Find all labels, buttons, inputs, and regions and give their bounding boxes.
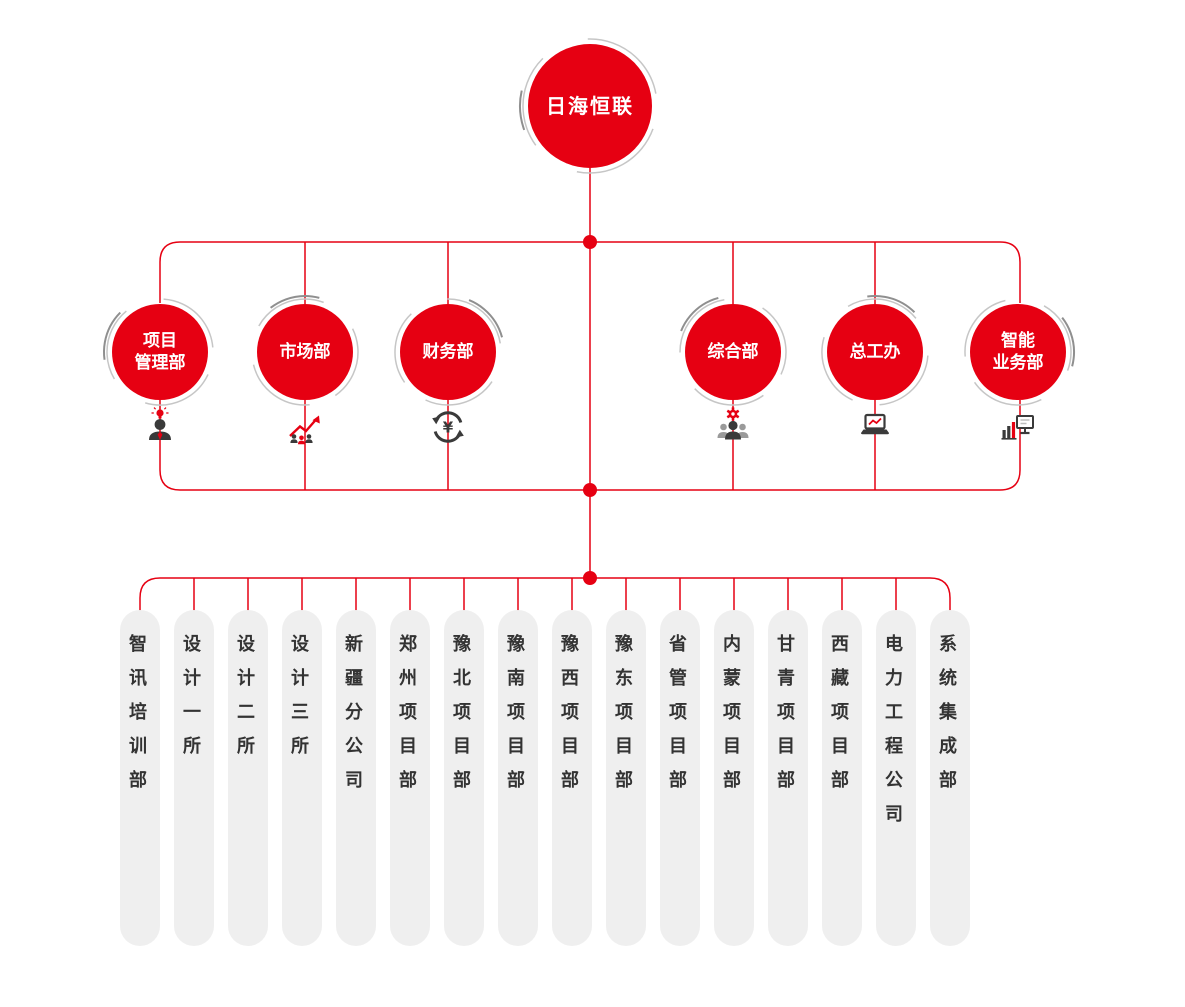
dept-node-chief-engineer-office: 总工办 [817,294,933,435]
dept-node-project-management: 项目 管理部 [102,294,218,440]
root-label: 日海恒联 [528,44,652,168]
dept-node-finance: 财务部 ¥ [390,294,506,443]
dept-label: 财务部 [400,304,496,400]
laptop-icon [855,406,895,446]
team-gear-icon [713,406,753,446]
branch-pill: 设计二所 [228,610,268,946]
decorative-arc-ring [676,295,790,409]
branch-pill: 省管项目部 [660,610,700,946]
branch-pill: 西藏项目部 [822,610,862,946]
branch-pill: 豫南项目部 [498,610,538,946]
branch-pill: 系统集成部 [930,610,970,946]
dept-label: 综合部 [685,304,781,400]
branch-pill: 豫北项目部 [444,610,484,946]
dept-node-marketing: 市场部 [247,294,363,445]
dept-label: 总工办 [827,304,923,400]
person-idea-icon [140,406,180,446]
branch-pill: 电力工程公司 [876,610,916,946]
junction-dot [583,483,597,497]
dept-node-general-affairs: 综合部 [675,294,791,440]
decorative-arc-ring [519,35,661,177]
dept-label: 市场部 [257,304,353,400]
dept-label: 智能 业务部 [970,304,1066,400]
branch-pill: 设计一所 [174,610,214,946]
finance-cycle-icon: ¥ [428,406,468,446]
decorative-arc-ring [961,295,1075,409]
decorative-arc-ring [248,295,362,409]
decorative-arc-ring [103,295,217,409]
branch-pill: 设计三所 [282,610,322,946]
dept-node-intelligent-business: 智能 业务部 [960,294,1076,440]
branch-pill: 甘青项目部 [768,610,808,946]
monitor-chart-icon [998,406,1038,446]
svg-text:¥: ¥ [443,419,454,437]
market-growth-icon [285,406,325,446]
branch-pill: 智讯培训部 [120,610,160,946]
junction-dot [583,235,597,249]
branch-pill: 新疆分公司 [336,610,376,946]
branch-pill: 豫西项目部 [552,610,592,946]
decorative-arc-ring [818,295,932,409]
junction-dot [583,571,597,585]
decorative-arc-ring [391,295,505,410]
dept-label: 项目 管理部 [112,304,208,400]
branch-pill: 郑州项目部 [390,610,430,946]
branch-pill: 豫东项目部 [606,610,646,946]
branch-pill: 内蒙项目部 [714,610,754,946]
root-node: 日海恒联 [515,31,665,181]
